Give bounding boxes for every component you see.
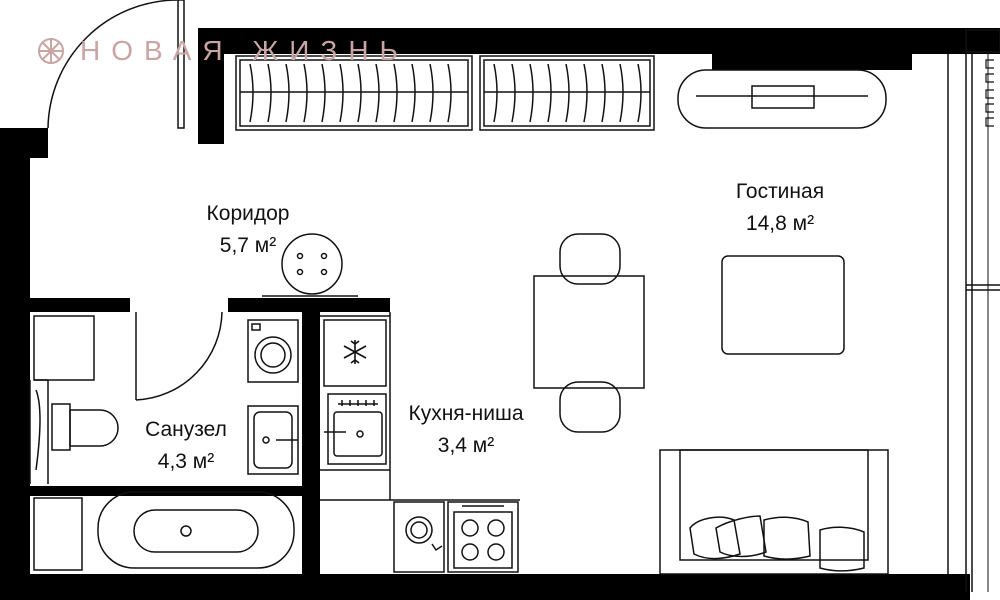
room-name: Гостиная [735, 180, 825, 203]
wardrobe-left [235, 55, 473, 131]
sofa [659, 449, 889, 575]
snowflake-icon [343, 340, 367, 364]
room-label-living: Гостиная 14,8 м² [716, 176, 844, 240]
coffee-table [721, 255, 845, 355]
wardrobe-right [479, 55, 655, 131]
window-right [947, 29, 1000, 592]
brand-logo: НОВАЯ ЖИЗНЬ [36, 35, 409, 66]
room-label-corridor: Коридор 5,7 м² [186, 198, 310, 262]
toilet [51, 403, 119, 451]
brand-name: НОВАЯ ЖИЗНЬ [80, 35, 409, 66]
bathroom-sink [247, 405, 299, 475]
window-side-marks [985, 59, 994, 127]
room-name: Коридор [206, 202, 290, 225]
bathroom-cabinet [29, 315, 95, 484]
entrance-door [47, 0, 185, 129]
walls [0, 28, 1000, 600]
corridor-pouf [262, 233, 358, 297]
tv-stand [677, 69, 887, 129]
dishwasher [393, 501, 445, 573]
room-area: 14,8 м² [745, 212, 815, 235]
room-name: Санузел [145, 418, 227, 441]
kitchen-counter [320, 312, 520, 501]
kitchen-sink [324, 393, 387, 465]
bathroom-door [135, 311, 223, 401]
room-label-bathroom: Санузел 4,3 м² [124, 414, 248, 478]
room-label-kitchen: Кухня-ниша 3,4 м² [396, 398, 536, 462]
room-area: 5,7 м² [219, 234, 277, 257]
washing-machine [247, 319, 299, 383]
bath-shelf [33, 497, 83, 571]
room-name: Кухня-ниша [408, 402, 524, 425]
room-area: 4,3 м² [157, 450, 215, 473]
dining-table [533, 233, 645, 433]
room-area: 3,4 м² [437, 434, 495, 457]
hangers-left [249, 63, 452, 123]
bathtub [97, 491, 295, 569]
fridge [323, 319, 387, 387]
cooktop [447, 501, 519, 573]
logo-emblem-icon [38, 38, 64, 64]
